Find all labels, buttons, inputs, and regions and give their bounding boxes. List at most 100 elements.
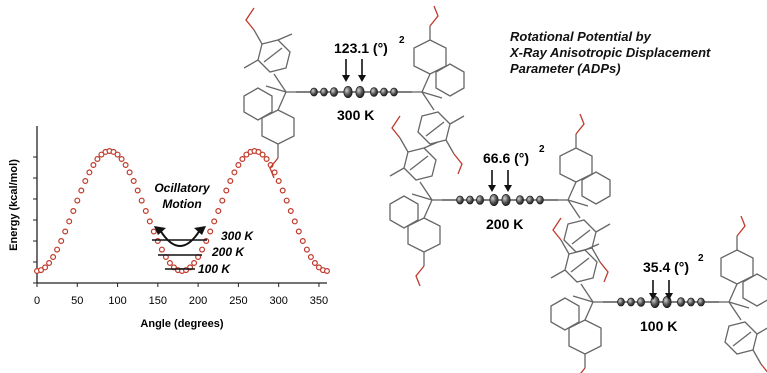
adp-exponent-300k: 2	[399, 35, 405, 46]
curve-point	[70, 208, 77, 215]
molecule-300k-structure	[243, 5, 465, 179]
curve-point	[211, 218, 218, 225]
curve-point	[291, 218, 298, 225]
oscillation-arrow-right	[194, 226, 206, 235]
curve-point	[158, 246, 165, 253]
curve-point	[166, 260, 173, 267]
curve-point	[110, 148, 117, 155]
x-tick-label: 50	[71, 295, 83, 307]
arrow-head-200k-b	[504, 185, 512, 192]
curve-point	[199, 246, 206, 253]
curve-point	[315, 264, 322, 271]
molecule-100k-structure	[550, 215, 767, 373]
x-tick-label: 100	[108, 295, 126, 307]
curve-point	[130, 178, 137, 185]
arrow-head-300k-a	[342, 75, 350, 82]
curve-point	[134, 187, 141, 194]
curve-point	[311, 260, 318, 267]
arrow-head-200k-a	[488, 185, 496, 192]
curve-point	[223, 187, 230, 194]
x-axis-ticks: 0 50 100 150 200 250 300 350	[34, 283, 328, 307]
molecule-drawing	[389, 113, 611, 287]
heading-line1: Rotational Potential by	[510, 29, 651, 44]
curve-point	[37, 267, 44, 274]
molecule-drawing	[243, 5, 465, 179]
temp-label-300k: 300 K	[337, 107, 374, 123]
curve-point	[42, 264, 49, 271]
arrow-head-300k-b	[358, 75, 366, 82]
curve-point	[82, 178, 89, 185]
level-label-300k: 300 K	[221, 229, 254, 243]
figure-heading: Rotational Potential by X-Ray Anisotropi…	[510, 29, 710, 77]
curve-point	[295, 228, 302, 235]
adp-value-200k: 66.6 (°)	[483, 150, 529, 166]
curve-point	[303, 246, 310, 253]
curve-point	[74, 197, 81, 204]
curve-point	[98, 151, 105, 158]
curve-point	[235, 162, 242, 169]
curve-point	[191, 260, 198, 267]
curve-point	[118, 156, 125, 163]
curve-point	[227, 178, 234, 185]
curve-point	[255, 148, 262, 155]
temp-label-200k: 200 K	[486, 216, 523, 232]
curve-point	[259, 151, 266, 158]
curve-point	[126, 169, 133, 176]
curve-point	[90, 162, 97, 169]
temp-label-100k: 100 K	[640, 318, 677, 334]
x-axis-label: Angle (degrees)	[140, 318, 223, 330]
curve-point	[66, 218, 73, 225]
curve-point	[50, 254, 57, 261]
curve-point	[46, 260, 53, 267]
annotation-line2: Motion	[162, 197, 201, 211]
oscillation-arc	[159, 229, 201, 247]
y-axis-ticks	[33, 156, 37, 284]
x-tick-label: 350	[310, 295, 328, 307]
curve-point	[146, 218, 153, 225]
curve-point	[58, 238, 65, 245]
curve-point	[215, 208, 222, 215]
curve-point	[279, 187, 286, 194]
curve-point	[138, 197, 145, 204]
level-label-100k: 100 K	[198, 262, 231, 276]
heading-line3: Parameter (ADPs)	[510, 61, 621, 76]
x-tick-label: 150	[149, 295, 167, 307]
curve-point	[287, 208, 294, 215]
heading-line2: X-Ray Anisotropic Displacement	[510, 45, 711, 60]
level-label-200k: 200 K	[211, 245, 245, 259]
x-tick-label: 300	[269, 295, 287, 307]
curve-point	[219, 197, 226, 204]
adp-exponent-200k: 2	[539, 144, 545, 155]
molecule-300k-labels: 123.1 (°) 2 300 K	[334, 35, 405, 123]
curve-point	[78, 187, 85, 194]
curve-point	[62, 228, 69, 235]
curve-point	[299, 238, 306, 245]
molecule-200k-structure	[389, 113, 611, 287]
annotation-line1: Ocillatory	[154, 181, 211, 195]
molecule-drawing	[550, 215, 767, 373]
x-tick-label: 250	[229, 295, 247, 307]
curve-point	[239, 156, 246, 163]
curve-point	[114, 151, 121, 158]
curve-point	[307, 254, 314, 261]
curve-point	[54, 246, 61, 253]
x-tick-label: 0	[34, 295, 40, 307]
curve-point	[207, 228, 214, 235]
adp-value-300k: 123.1 (°)	[334, 40, 388, 56]
molecule-100k-labels: 35.4 (°) 2 100 K	[640, 253, 704, 334]
adp-exponent-100k: 2	[698, 253, 704, 264]
x-tick-label: 200	[189, 295, 207, 307]
curve-point	[324, 268, 331, 275]
curve-point	[142, 208, 149, 215]
curve-point	[275, 178, 282, 185]
curve-point	[263, 156, 270, 163]
oscillation-arrow-left	[154, 226, 166, 235]
y-axis-label: Energy (kcal/mol)	[8, 159, 20, 251]
curve-point	[94, 156, 101, 163]
arrow-head-100k-b	[665, 293, 673, 300]
curve-point	[150, 228, 157, 235]
curve-point	[122, 162, 129, 169]
curve-point	[243, 151, 250, 158]
